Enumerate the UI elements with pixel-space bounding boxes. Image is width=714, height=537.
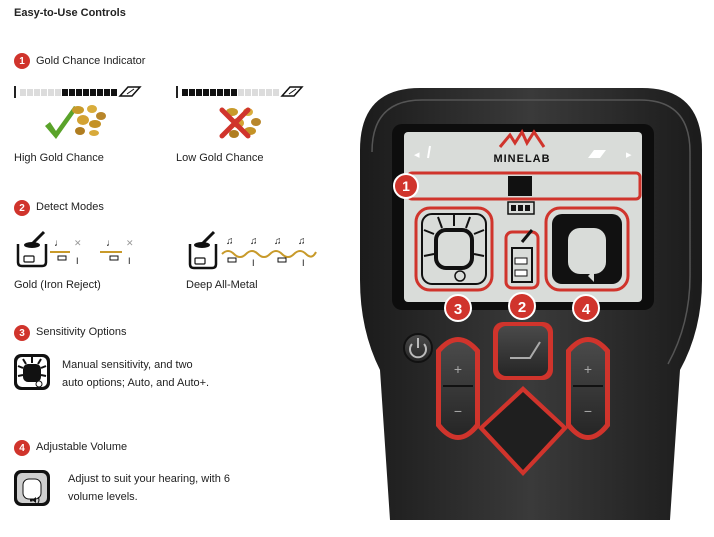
- sensitivity-minus: −: [454, 403, 462, 419]
- section-1-badge: 1: [14, 53, 30, 69]
- section-3-badge: 3: [14, 325, 30, 341]
- svg-text:✕: ✕: [74, 238, 82, 248]
- svg-text:♫: ♫: [226, 236, 234, 247]
- svg-text:♩: ♩: [54, 238, 64, 249]
- volume-icon: [14, 470, 50, 506]
- svg-text:I: I: [128, 256, 131, 266]
- detector-control-panel: MINELAB ◂ ▸ + − + −: [360, 88, 702, 520]
- low-gold-chance-bar: [176, 86, 304, 98]
- svg-text:2: 2: [518, 299, 526, 316]
- power-icon: [409, 338, 427, 359]
- callout-2: 2: [508, 292, 536, 320]
- section-4-badge: 4: [14, 440, 30, 456]
- gold-nuggets-icon: [72, 105, 106, 136]
- volume-plus: +: [584, 361, 592, 377]
- svg-text:✕: ✕: [126, 238, 134, 248]
- check-icon: [45, 106, 78, 139]
- sensitivity-text-line2: auto options; Auto, and Auto+.: [62, 377, 210, 389]
- svg-text:I: I: [302, 258, 305, 268]
- sensitivity-rocker[interactable]: [441, 342, 475, 435]
- volume-rocker[interactable]: [571, 342, 605, 435]
- mode-button[interactable]: [498, 326, 548, 376]
- gold-mode-caption: Gold (Iron Reject): [14, 279, 101, 291]
- volume-minus: −: [584, 403, 592, 419]
- svg-text:♫: ♫: [274, 236, 282, 247]
- svg-text:♫: ♫: [250, 236, 258, 247]
- gold-mode-icon: ♩ ✕ I ♩ ✕ I: [16, 230, 134, 268]
- callout-1: 1: [393, 173, 419, 199]
- section-2-badge: 2: [14, 200, 30, 216]
- svg-text:▸: ▸: [626, 149, 632, 161]
- sensitivity-text-line1: Manual sensitivity, and two: [62, 359, 193, 371]
- svg-text:4: 4: [582, 301, 591, 318]
- callout-4: 4: [572, 294, 600, 322]
- high-gold-chance-caption: High Gold Chance: [14, 152, 104, 164]
- high-gold-chance-bar: [14, 86, 142, 98]
- svg-text:1: 1: [402, 178, 410, 194]
- svg-text:I: I: [252, 258, 255, 268]
- section-3-heading: Sensitivity Options: [36, 326, 127, 338]
- deep-all-metal-icon: ♫ ♫ ♫ ♫ I I: [188, 230, 317, 270]
- svg-text:3: 3: [454, 301, 462, 318]
- low-gold-chance-caption: Low Gold Chance: [176, 152, 264, 164]
- section-4-heading: Adjustable Volume: [36, 441, 128, 453]
- section-2-heading: Detect Modes: [36, 201, 104, 213]
- sensitivity-plus: +: [454, 361, 462, 377]
- svg-text:◂: ◂: [414, 149, 420, 161]
- section-1-heading: Gold Chance Indicator: [36, 55, 146, 67]
- callout-3: 3: [444, 294, 472, 322]
- deep-all-metal-caption: Deep All-Metal: [186, 279, 258, 291]
- sensitivity-icon: [14, 354, 50, 390]
- cross-icon: [219, 107, 251, 139]
- volume-text-line2: volume levels.: [68, 491, 138, 503]
- brand-label: MINELAB: [493, 153, 550, 165]
- volume-text-line1: Adjust to suit your hearing, with 6: [68, 473, 231, 485]
- svg-text:♫: ♫: [298, 236, 306, 247]
- page-title: Easy-to-Use Controls: [14, 7, 126, 19]
- minelab-logo: [498, 128, 546, 148]
- svg-text:♩: ♩: [106, 238, 116, 249]
- svg-text:I: I: [76, 256, 79, 266]
